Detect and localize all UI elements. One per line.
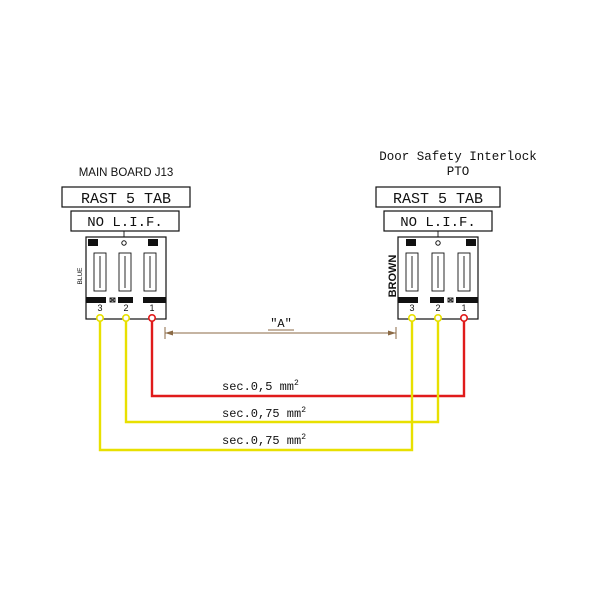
right-terminal-3 <box>407 313 416 322</box>
right-rast-label: RAST 5 TAB <box>393 191 483 208</box>
wire-yellow-middle-label: sec.0,75 mm2 <box>222 406 306 421</box>
right-rast-label-box <box>375 186 501 208</box>
left-rast-label-box <box>61 186 191 208</box>
right-connector: Door Safety Interlock PTO RAST 5 TAB NO … <box>375 150 537 322</box>
left-terminal-3 <box>96 313 105 322</box>
wire-red <box>150 318 466 398</box>
left-connector: MAIN BOARD J13 RAST 5 TAB NO L.I.F. BLUE… <box>61 167 191 322</box>
left-nolif-label-box <box>70 210 180 232</box>
left-pin-1-label: 1 <box>149 303 154 313</box>
right-pin-slots <box>405 252 471 292</box>
wire-red-label: sec.0,5 mm2 <box>222 379 299 394</box>
right-terminal-1 <box>459 313 468 322</box>
dimension-a <box>164 327 397 339</box>
right-pin-1-label: 1 <box>461 303 466 313</box>
right-nolif-label: NO L.I.F. <box>400 215 476 231</box>
right-connector-title-line1: Door Safety Interlock <box>379 150 537 164</box>
right-pin-3-label: 3 <box>409 303 414 313</box>
wire-yellow-outer <box>98 318 414 452</box>
left-connector-housing <box>85 236 167 320</box>
left-pin-3-label: 3 <box>97 303 102 313</box>
left-terminal-2 <box>122 313 131 322</box>
right-connector-title-line2: PTO <box>447 165 470 179</box>
left-terminal-1 <box>148 313 157 322</box>
right-side-label: BROWN <box>387 255 399 298</box>
right-terminal-2 <box>433 313 442 322</box>
left-pin-2-label: 2 <box>123 303 128 313</box>
left-side-label: BLUE <box>77 267 84 285</box>
left-rast-label: RAST 5 TAB <box>81 191 171 208</box>
wire-yellow-outer-label: sec.0,75 mm2 <box>222 433 306 448</box>
dimension-a-label: "A" <box>270 317 292 331</box>
left-pin-slots <box>93 252 157 292</box>
right-pin-2-label: 2 <box>435 303 440 313</box>
wire-yellow-middle <box>124 318 440 424</box>
left-connector-title: MAIN BOARD J13 <box>79 167 174 179</box>
left-nolif-label: NO L.I.F. <box>87 215 163 231</box>
